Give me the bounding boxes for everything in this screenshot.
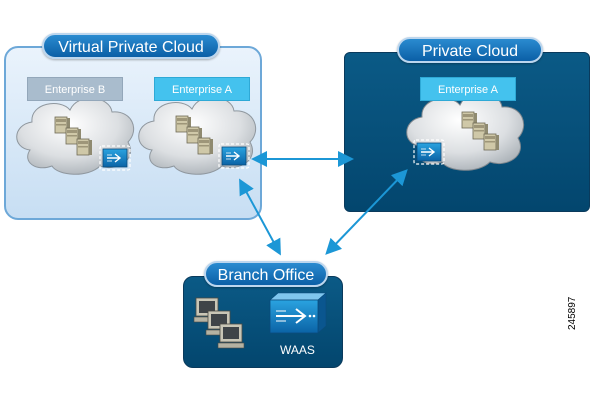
- branch-office-title: Branch Office: [204, 261, 328, 287]
- private-cloud-title: Private Cloud: [397, 37, 543, 63]
- waas-device-icon: [218, 143, 250, 169]
- enterprise-a-label: Enterprise A: [154, 77, 250, 101]
- bidirectional-arrow-icon: [325, 169, 408, 255]
- waas-label: WAAS: [280, 343, 315, 357]
- virtual-private-cloud-title: Virtual Private Cloud: [42, 33, 220, 59]
- waas-device-icon: [99, 145, 131, 171]
- computer-icon: [193, 297, 245, 349]
- waas-device-icon: [413, 139, 445, 165]
- enterprise-b-label: Enterprise B: [27, 77, 123, 101]
- waas-device-icon: [269, 292, 327, 334]
- figure-number: 245897: [567, 296, 578, 330]
- enterprise-a-label: Enterprise A: [420, 77, 516, 101]
- bidirectional-arrow-icon: [239, 178, 281, 256]
